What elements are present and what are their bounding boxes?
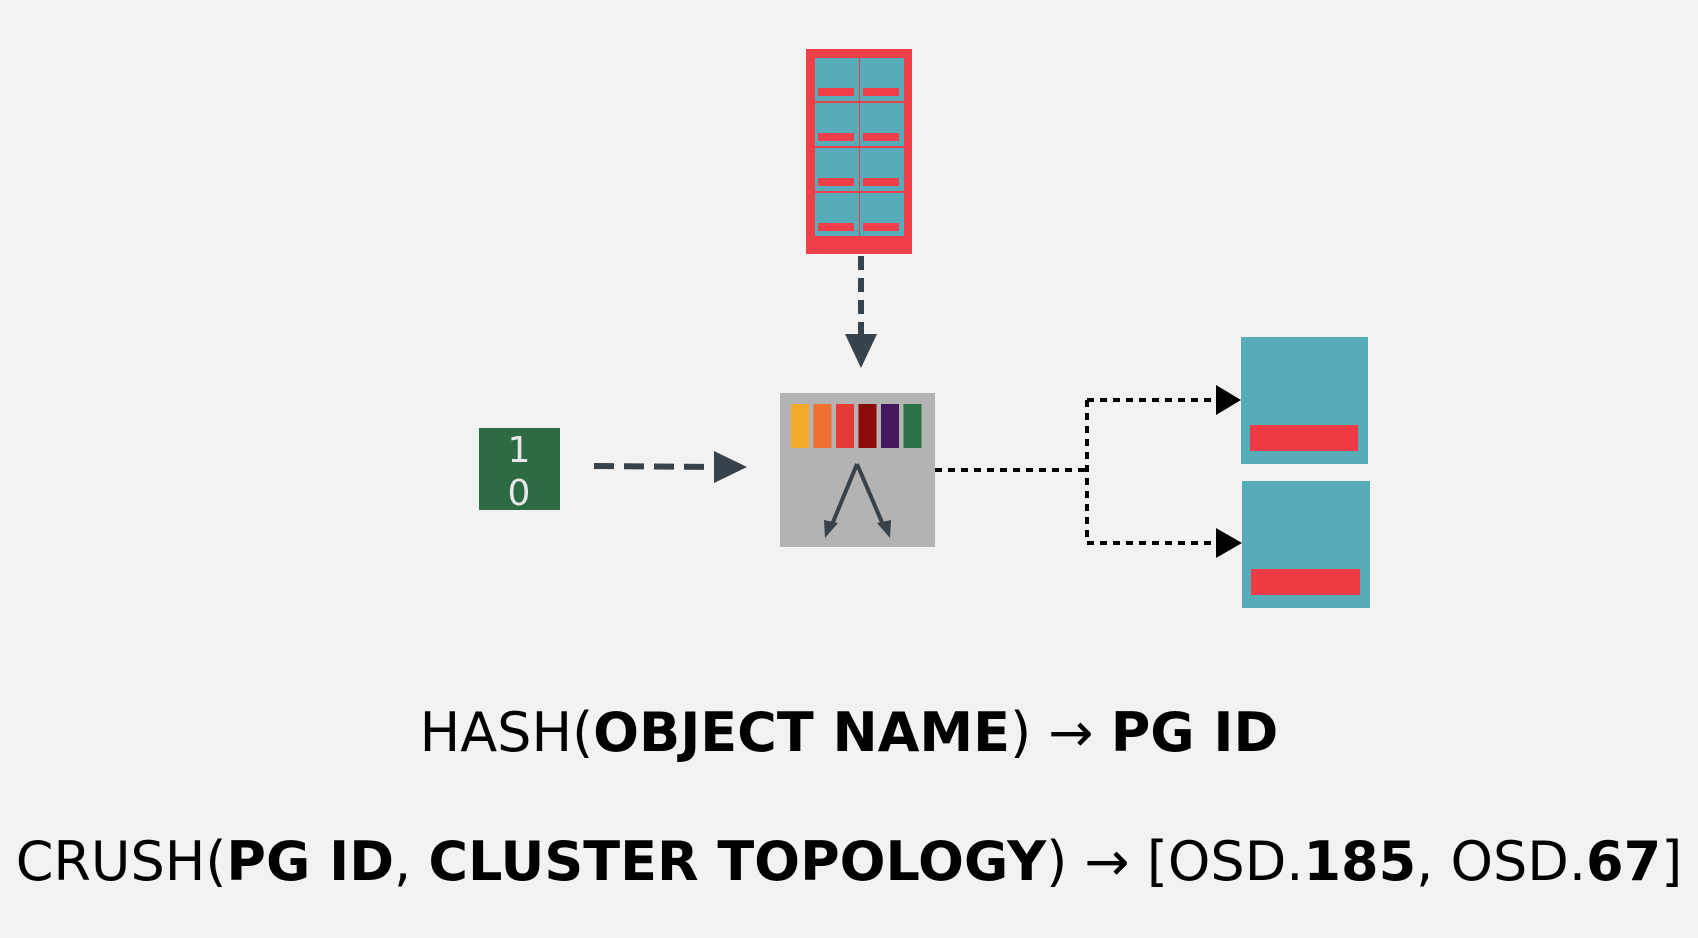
object-arrow-head — [714, 451, 747, 483]
object-icon: 1 0 — [479, 428, 560, 514]
object-bit-top: 1 — [508, 430, 531, 471]
crush-bucket-bar-4 — [858, 404, 877, 448]
cluster-rack-icon — [806, 49, 912, 254]
osd-drive-icon-bottom — [1242, 481, 1370, 608]
osd-prefix-2: OSD. — [1450, 830, 1587, 893]
crush-close-arrow: ) → [ — [1046, 830, 1168, 893]
rack-slot-light-5 — [818, 178, 854, 186]
crush-buckets — [791, 404, 922, 448]
osd-drive-bottom-light — [1251, 569, 1360, 595]
rack-slot-light-4 — [863, 133, 899, 141]
rack-slot-light-8 — [863, 223, 899, 231]
osd-number-2: 67 — [1586, 830, 1662, 893]
crush-bucket-bar-1 — [791, 404, 809, 448]
crush-sep-2: , — [1416, 830, 1451, 893]
rack-cells — [815, 58, 904, 236]
osd-top-arrow-head — [1216, 385, 1241, 415]
crush-arg-topology: CLUSTER TOPOLOGY — [428, 830, 1047, 893]
crush-right-arrow-head — [877, 520, 891, 538]
osd-number-1: 185 — [1303, 830, 1417, 893]
crush-split-arrows-icon — [829, 463, 886, 528]
object-bit-bottom: 0 — [508, 473, 531, 514]
crush-bucket-bar-6 — [903, 404, 922, 448]
crush-bucket-bar-5 — [881, 404, 899, 448]
crush-algorithm-icon — [780, 393, 935, 547]
cluster-to-crush-arrow — [845, 256, 877, 368]
cluster-arrow-head — [845, 334, 877, 368]
hash-result: PG ID — [1110, 701, 1279, 764]
rack-slot-light-7 — [818, 223, 854, 231]
osd-drive-top-light — [1250, 425, 1358, 451]
osd-drive-icon-top — [1241, 337, 1368, 464]
crush-bucket-bar-2 — [813, 404, 832, 448]
crush-fn: CRUSH( — [15, 830, 227, 893]
crush-sep: , — [394, 830, 429, 893]
crush-arg-pgid: PG ID — [226, 830, 395, 893]
crush-end: ] — [1661, 830, 1683, 893]
osd-bottom-arrow-head — [1216, 528, 1242, 558]
rack-slot-light-6 — [863, 178, 899, 186]
crush-left-arrow-head — [824, 520, 838, 538]
hash-fn: HASH( — [419, 701, 594, 764]
rack-slot-light-1 — [818, 88, 854, 96]
object-block — [479, 428, 560, 510]
crush-to-osd-connector — [935, 398, 1218, 545]
osd-prefix-1: OSD. — [1167, 830, 1304, 893]
hash-arg: OBJECT NAME — [593, 701, 1011, 764]
hash-close-arrow: ) → — [1010, 701, 1111, 764]
object-to-crush-arrow — [593, 451, 747, 483]
crush-bucket-bar-3 — [836, 404, 854, 448]
crush-formula: CRUSH(PG ID, CLUSTER TOPOLOGY) → [OSD.18… — [0, 830, 1698, 894]
rack-slot-light-3 — [818, 133, 854, 141]
object-arrow-shaft — [593, 463, 715, 470]
rack-slot-light-2 — [863, 88, 899, 96]
hash-formula: HASH(OBJECT NAME) → PG ID — [0, 701, 1698, 765]
